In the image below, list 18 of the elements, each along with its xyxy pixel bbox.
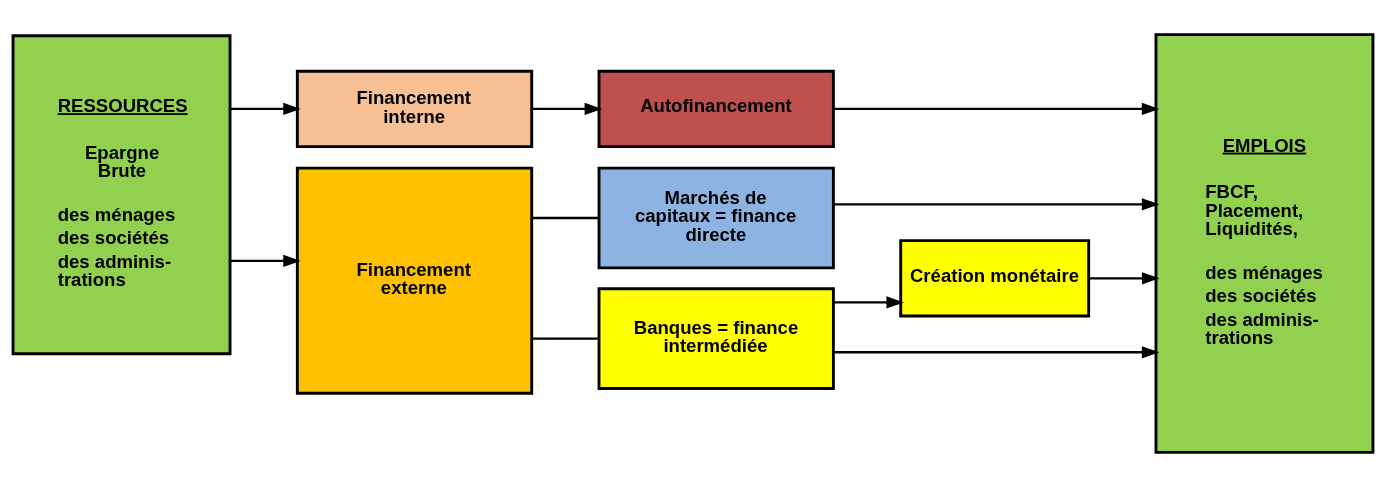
connector	[532, 337, 599, 340]
node-box: EMPLOIS FBCF, Placement, Liquidités, des ménages des sociétés des adminis- trations	[1154, 32, 1375, 454]
node-box: Création monétaire	[899, 238, 1091, 317]
node-box: Autofinancement	[597, 69, 835, 148]
node-box: Financement externe	[295, 166, 534, 395]
node-box: Marchés de capitaux = finance directe	[597, 166, 835, 269]
arrow	[833, 197, 1160, 210]
arrow	[833, 295, 904, 308]
arrow	[1089, 271, 1160, 284]
node-box: Financement interne	[295, 69, 534, 148]
arrow	[230, 254, 301, 267]
arrow	[833, 102, 1160, 115]
connector	[532, 216, 599, 219]
node-box: RESSOURCES Epargne Brute des ménages des sociétés des adminis- trations	[11, 33, 232, 355]
arrow	[230, 102, 301, 115]
arrow	[532, 102, 603, 115]
node-box: Banques = finance intermédiée	[597, 286, 835, 390]
arrow	[833, 345, 1160, 358]
